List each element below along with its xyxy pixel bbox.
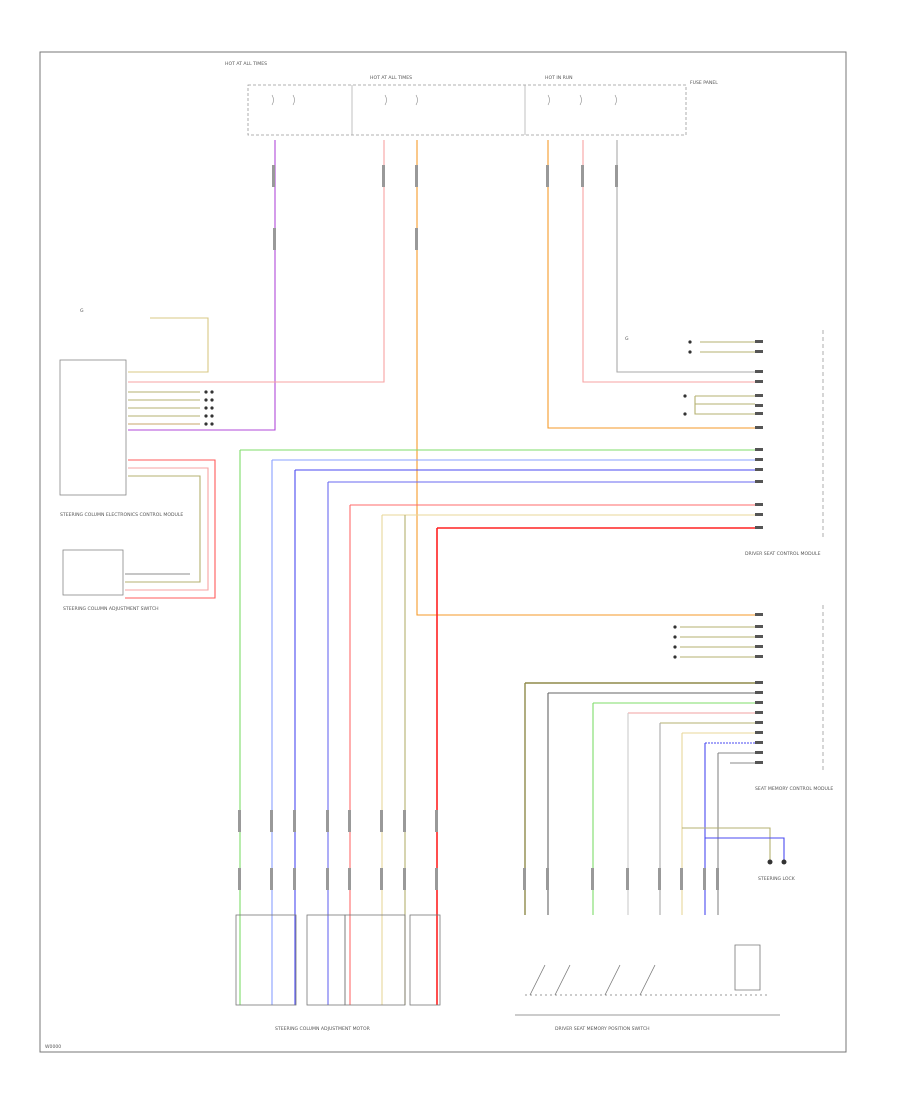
steering-column-module-label: STEERING COLUMN ELECTRONICS CONTROL MODU… xyxy=(60,512,183,518)
fuse-panel-label: FUSE PANEL xyxy=(690,80,718,86)
driver-seat-memory-switch-label: DRIVER SEAT MEMORY POSITION SWITCH xyxy=(555,1026,650,1032)
driver-seat-module-label: DRIVER SEAT CONTROL MODULE xyxy=(745,551,821,557)
diagram-frame xyxy=(39,51,847,1053)
steering-lock xyxy=(767,859,787,865)
seat-memory-module-label: SEAT MEMORY CONTROL MODULE xyxy=(755,786,833,792)
wire-pink-fuse xyxy=(128,140,385,383)
wire-pink-fuse6 xyxy=(582,140,755,383)
connector-pins-right xyxy=(673,340,692,659)
steering-lock-label: STEERING LOCK xyxy=(758,876,796,882)
ground-label-1: G xyxy=(80,308,84,314)
wire-code-marks xyxy=(238,165,719,890)
ground-label-2: G xyxy=(625,336,629,342)
driver-seat-memory-switch xyxy=(515,944,780,1016)
steering-column-motor xyxy=(235,914,441,1006)
wires xyxy=(125,140,785,1005)
wire-orange-seat xyxy=(416,140,755,616)
steering-column-switch-box xyxy=(62,549,124,596)
wire-orange-main xyxy=(547,140,755,429)
footer-code: W0000 xyxy=(45,1044,61,1050)
fuse-header-hot-run: HOT IN RUN xyxy=(545,75,573,81)
steering-column-module-box xyxy=(59,359,127,496)
steering-column-motor-label: STEERING COLUMN ADJUSTMENT MOTOR xyxy=(275,1026,371,1032)
fuse-header-hot-right: HOT AT ALL TIMES xyxy=(370,75,412,81)
connector-pins-left xyxy=(204,390,214,426)
fuse-header-hot-left: HOT AT ALL TIMES xyxy=(225,61,267,67)
pin-numbers-right xyxy=(755,340,763,764)
wire-purple xyxy=(128,140,276,431)
steering-column-switch-label: STEERING COLUMN ADJUSTMENT SWITCH xyxy=(63,606,159,612)
wire-gray-fuse7 xyxy=(616,140,755,373)
fuse-panel: HOT AT ALL TIMES HOT AT ALL TIMES HOT IN… xyxy=(225,61,718,136)
